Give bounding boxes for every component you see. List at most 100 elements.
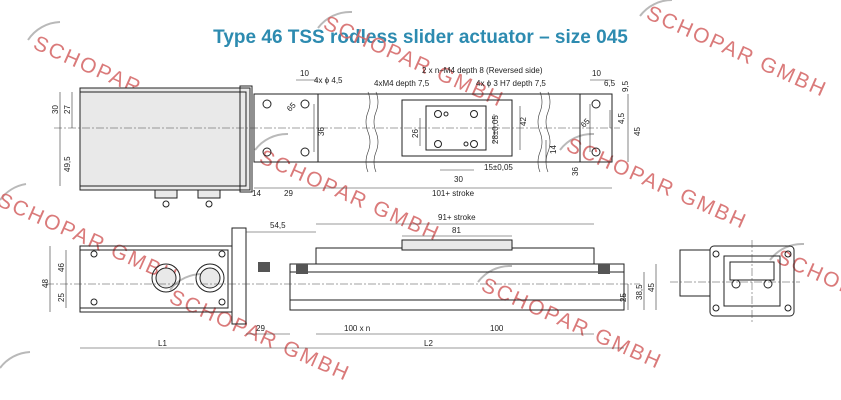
dim-27: 27 <box>63 105 72 114</box>
dim-pin-h7: 4x ϕ 3 H7 depth 7,5 <box>476 79 546 88</box>
dim-holes-45: 4x ϕ 4,5 <box>314 76 343 85</box>
motor-housing <box>79 87 251 191</box>
watermark-text: SCHOPAR GMBH <box>166 286 354 386</box>
motor-flange <box>239 85 253 193</box>
dim-26: 26 <box>411 129 420 138</box>
side-screw <box>712 250 720 258</box>
dim-6-5: 6,5 <box>604 79 616 88</box>
side-hole <box>763 279 773 289</box>
dim-38-5: 38,5 <box>635 284 644 300</box>
dim-91-stroke: 91+ stroke <box>438 213 476 222</box>
mount-hole <box>300 147 310 157</box>
dim-25-right: 25 <box>619 293 628 302</box>
connector-socket <box>151 263 181 293</box>
dim-9-5: 9,5 <box>621 80 630 92</box>
mount-hole <box>591 99 601 109</box>
slider-top-plate <box>401 239 513 251</box>
dim-45-front: 45 <box>647 283 656 292</box>
screw <box>90 298 98 306</box>
dim-4-5: 4,5 <box>617 112 626 124</box>
dim-14-right: 14 <box>549 145 558 154</box>
top-view <box>54 85 620 208</box>
top-view-dimension-lines <box>59 79 629 189</box>
dim-L1: L1 <box>158 339 167 348</box>
pin-hole <box>443 111 449 117</box>
screw <box>90 250 98 258</box>
dim-49-5: 49,5 <box>63 156 72 172</box>
break-line <box>545 91 551 173</box>
dim-100: 100 <box>490 324 504 333</box>
watermark-text: SCHOPAR GMBH <box>773 246 841 346</box>
side-screw <box>712 304 720 312</box>
front-view <box>46 227 640 325</box>
motor-body-inner <box>79 249 229 309</box>
connector-socket-inner <box>199 267 221 289</box>
dim-65-left: 65 <box>285 100 298 113</box>
dim-36-right: 36 <box>571 167 580 176</box>
screw <box>218 250 226 258</box>
screw <box>218 298 226 306</box>
m4-hole <box>470 110 478 118</box>
dim-54-5: 54,5 <box>270 221 286 230</box>
dim-30-slider: 30 <box>454 175 463 184</box>
dim-30: 30 <box>51 105 60 114</box>
break-line <box>373 91 379 173</box>
watermark-arc <box>0 183 27 201</box>
watermark-text: SCHOPAR GMBH <box>320 12 508 112</box>
watermark-text: SCHOPAR GMBH <box>563 134 751 234</box>
mount-hole <box>262 147 272 157</box>
dim-m4-depth: 2 x n–M4 depth 8 (Reversed side) <box>422 66 543 75</box>
m4-hole <box>434 110 442 118</box>
dim-15: 15±0,05 <box>484 163 513 172</box>
side-view <box>670 240 800 322</box>
connector-1 <box>154 189 178 199</box>
dim-42: 42 <box>519 117 528 126</box>
dim-10-right: 10 <box>592 69 601 78</box>
coupling-nut <box>258 262 270 272</box>
watermark-layer: SCHOPAR GMBH SCHOPAR GMBH SCHOPAR GMBH S… <box>0 0 841 386</box>
connector-pin <box>205 200 213 208</box>
front-view-dimension-lines <box>49 223 657 349</box>
connector-socket-inner <box>155 267 177 289</box>
m4-hole <box>434 140 442 148</box>
watermark-text: SCHOPAR GMBH <box>643 2 831 102</box>
watermark-text: SCHOPAR GMBH <box>0 189 182 289</box>
actuator-profile <box>289 263 625 311</box>
side-screw <box>784 250 792 258</box>
dim-81: 81 <box>452 226 461 235</box>
side-motor-block <box>679 249 711 297</box>
dim-48: 48 <box>41 279 50 288</box>
dim-29-top: 29 <box>284 189 293 198</box>
front-flange <box>231 227 247 325</box>
watermark-arc <box>559 132 595 151</box>
connector-pin <box>162 200 170 208</box>
dim-100-x-n: 100 x n <box>344 324 370 333</box>
dim-36-left: 36 <box>317 127 326 136</box>
connector-2 <box>197 189 221 199</box>
dim-45: 45 <box>633 127 642 136</box>
side-hole <box>731 279 741 289</box>
dim-4x-m4: 4xM4 depth 7,5 <box>374 79 430 88</box>
dim-101-stroke: 101+ stroke <box>432 189 475 198</box>
dim-10-left: 10 <box>300 69 309 78</box>
dim-25-left: 25 <box>57 293 66 302</box>
watermark-arc <box>27 21 61 41</box>
watermark-arc <box>477 264 513 283</box>
motor-housing-inner <box>79 91 247 187</box>
mount-hole <box>591 147 601 157</box>
profile-end-right <box>598 264 610 274</box>
watermark-arc <box>0 351 31 369</box>
dim-14-left: 14 <box>252 189 261 198</box>
watermark-arc <box>639 0 673 17</box>
dim-29-front: 29 <box>256 324 265 333</box>
dim-28: 28±0,05 <box>491 115 500 144</box>
dim-L2: L2 <box>424 339 433 348</box>
watermark-arc <box>254 132 289 151</box>
side-screw <box>784 304 792 312</box>
page-title: Type 46 TSS rodless slider actuator – si… <box>213 27 628 48</box>
m4-hole <box>470 140 478 148</box>
profile-end-left <box>296 264 308 274</box>
break-line <box>365 91 371 173</box>
pin-hole <box>463 141 469 147</box>
